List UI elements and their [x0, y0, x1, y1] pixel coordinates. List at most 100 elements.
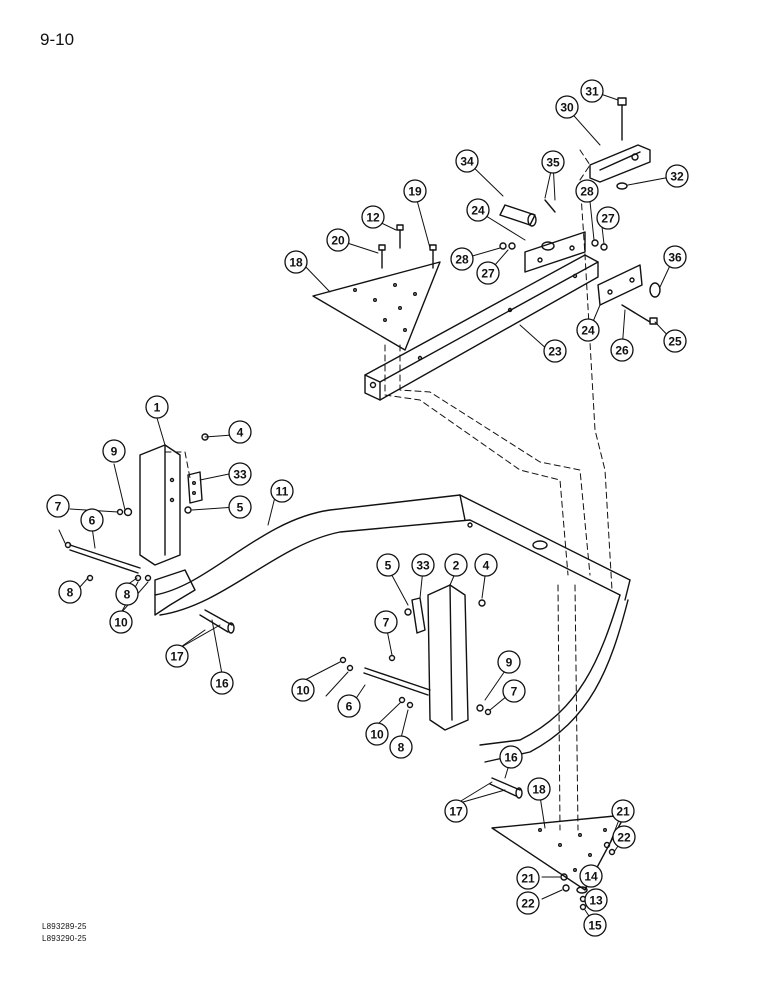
callout-10: 10: [291, 678, 315, 702]
callout-circle: [284, 250, 308, 274]
callout-21: 21: [516, 866, 540, 890]
callout-circle: [497, 650, 521, 674]
callout-label: 25: [668, 335, 682, 349]
callout-10: 10: [365, 722, 389, 746]
callout-4: 4: [474, 553, 498, 577]
callout-label: 10: [296, 684, 310, 698]
callout-label: 17: [170, 650, 184, 664]
callout-circle: [361, 205, 385, 229]
callout-circle: [403, 179, 427, 203]
callout-17: 17: [444, 799, 468, 823]
callout-label: 14: [584, 870, 598, 884]
callout-17: 17: [165, 644, 189, 668]
callout-12: 12: [361, 205, 385, 229]
callout-label: 32: [670, 170, 684, 184]
callout-circle: [543, 339, 567, 363]
callout-circle: [455, 149, 479, 173]
callout-10: 10: [109, 610, 133, 634]
callout-24: 24: [466, 198, 490, 222]
callout-28: 28: [575, 179, 599, 203]
callout-circle: [583, 913, 607, 937]
upper-plate-bolts: [378, 224, 437, 269]
callout-circle: [596, 206, 620, 230]
callout-label: 5: [385, 559, 392, 573]
callout-circle: [326, 228, 350, 252]
callout-14: 14: [579, 864, 603, 888]
callout-label: 19: [408, 185, 422, 199]
callout-circle: [476, 261, 500, 285]
callout-label: 35: [546, 156, 560, 170]
callout-circle: [580, 79, 604, 103]
callout-label: 12: [366, 211, 380, 225]
callout-26: 26: [610, 338, 634, 362]
callout-circle: [541, 150, 565, 174]
left-pin: [199, 609, 235, 634]
callout-circle: [228, 462, 252, 486]
callout-8: 8: [58, 580, 82, 604]
callout-label: 9: [506, 656, 513, 670]
callout-label: 11: [276, 485, 289, 499]
clamp-plate-upper: [524, 231, 586, 273]
callout-label: 7: [55, 500, 62, 514]
callout-label: 16: [215, 677, 229, 691]
callout-16: 16: [499, 745, 523, 769]
main-frame: [154, 494, 631, 763]
side-washer: [649, 282, 661, 298]
washer-upper: [541, 241, 555, 251]
callout-18: 18: [527, 777, 551, 801]
callout-circle: [516, 891, 540, 915]
callout-label: 6: [89, 514, 96, 528]
callout-8: 8: [389, 735, 413, 759]
callout-label: 18: [289, 256, 303, 270]
callout-circle: [584, 888, 608, 912]
callout-label: 24: [471, 204, 485, 218]
callout-11: 11: [270, 479, 294, 503]
callout-label: 8: [398, 741, 405, 755]
callout-label: 30: [560, 101, 574, 115]
callout-label: 21: [521, 872, 535, 886]
callout-circle: [665, 164, 689, 188]
hitch-bolt: [617, 97, 627, 141]
callout-circle: [450, 247, 474, 271]
callout-circle: [102, 439, 126, 463]
callout-circle: [374, 610, 398, 634]
callout-32: 32: [665, 164, 689, 188]
dashed-assembly-lines: [164, 149, 613, 831]
callout-label: 28: [455, 253, 469, 267]
callout-circle: [80, 508, 104, 532]
reference-code-2: L893290-25: [42, 934, 87, 943]
callout-circle: [579, 864, 603, 888]
callout-circle: [444, 553, 468, 577]
side-bolt: [621, 304, 658, 325]
callout-label: 16: [504, 751, 518, 765]
right-clip-plate: [411, 597, 426, 634]
callout-16: 16: [210, 671, 234, 695]
callout-label: 20: [331, 234, 345, 248]
upper-pin: [499, 204, 537, 227]
callout-4: 4: [228, 420, 252, 444]
callout-label: 33: [233, 468, 247, 482]
callout-circle: [115, 582, 139, 606]
callout-21: 21: [611, 799, 635, 823]
hitch-nut: [616, 182, 628, 190]
callout-label: 8: [124, 588, 131, 602]
callout-circle: [663, 245, 687, 269]
callout-7: 7: [374, 610, 398, 634]
callout-circle: [610, 338, 634, 362]
callout-circle: [46, 494, 70, 518]
callout-circle: [575, 179, 599, 203]
small-hardware: [64, 433, 616, 911]
callout-13: 13: [584, 888, 608, 912]
callout-circle: [337, 694, 361, 718]
callout-circle: [165, 644, 189, 668]
callout-33: 33: [411, 553, 435, 577]
hitch-bracket: [589, 144, 651, 183]
callout-30: 30: [555, 95, 579, 119]
callout-label: 15: [588, 919, 602, 933]
callout-circle: [291, 678, 315, 702]
callout-6: 6: [337, 694, 361, 718]
callout-circle: [228, 495, 252, 519]
callout-19: 19: [403, 179, 427, 203]
callout-28: 28: [450, 247, 474, 271]
